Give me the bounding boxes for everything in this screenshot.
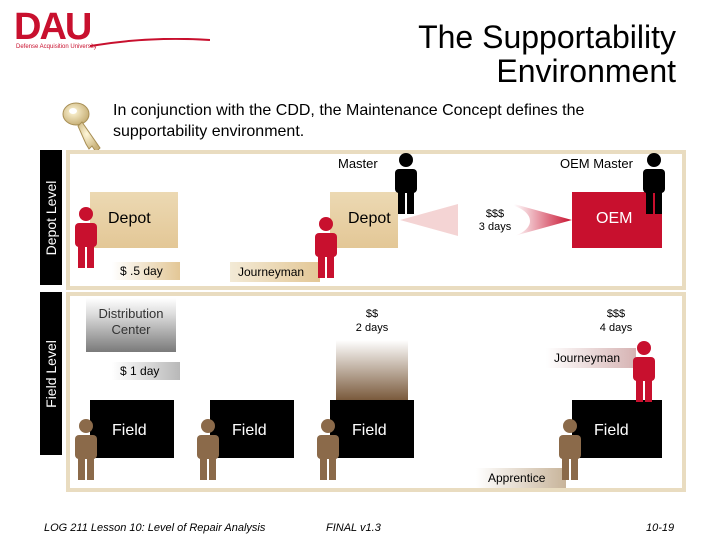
person-brown-icon — [559, 419, 581, 480]
depot-level-label: Depot Level — [43, 180, 59, 255]
field-oem-flow: $$$ 4 days — [580, 300, 652, 340]
field-depot-time: 2 days — [355, 322, 389, 334]
footer-center: FINAL v1.3 — [326, 522, 381, 534]
person-red-icon — [633, 341, 655, 402]
field-label-1: Field — [112, 422, 147, 439]
dau-logo-subtitle: Defense Acquisition University — [16, 44, 97, 50]
depot-right-box: Depot — [330, 192, 398, 248]
key-icon — [62, 102, 101, 153]
depot-oem-cost: $$$ — [485, 208, 505, 220]
field-oem-cost: $$$ — [606, 308, 626, 320]
person-brown-icon — [197, 419, 219, 480]
depot-level-frame — [66, 150, 686, 290]
apprentice-label: Apprentice — [488, 471, 546, 485]
dist-field-cost-box: $ 1 day — [112, 362, 180, 380]
field-depot-flow: $$ 2 days — [336, 300, 408, 400]
journeyman-depot-box: Journeyman — [230, 262, 320, 282]
depot-right-label: Depot — [348, 210, 391, 227]
person-brown-icon — [75, 419, 97, 480]
person-black-icon — [395, 153, 417, 214]
intro-line-2: supportability environment. — [113, 123, 305, 140]
oem-master-label: OEM Master — [560, 156, 633, 171]
person-red-icon — [75, 207, 97, 268]
field-label-2: Field — [232, 422, 267, 439]
intro-line-1: In conjunction with the CDD, the Mainten… — [113, 102, 585, 119]
depot-dist-cost-box: $ .5 day — [112, 262, 180, 280]
title-line-2: Environment — [496, 53, 676, 89]
depot-left-box: Depot — [90, 192, 178, 248]
field-level-label: Field Level — [43, 339, 59, 408]
footer-left: LOG 211 Lesson 10: Level of Repair Analy… — [44, 522, 266, 534]
journeyman-depot-label: Journeyman — [238, 265, 305, 279]
field-box-4: Field — [572, 400, 662, 458]
field-box-1: Field — [90, 400, 174, 458]
journeyman-field-box: Journeyman — [546, 348, 636, 368]
depot-oem-time: 3 days — [478, 221, 512, 233]
footer-right: 10-19 — [646, 522, 675, 534]
distribution-center-box: Distribution Center — [86, 298, 176, 352]
field-level-bar: Field Level — [40, 292, 62, 455]
depot-left-label: Depot — [108, 210, 151, 227]
depot-oem-arrow — [400, 204, 572, 236]
master-label: Master — [338, 156, 378, 171]
title-line-1: The Supportability — [418, 19, 676, 55]
dau-logo-text: DAU — [14, 6, 92, 48]
journeyman-field-label: Journeyman — [554, 351, 621, 365]
field-depot-cost: $$ — [365, 308, 379, 320]
oem-label: OEM — [596, 210, 633, 227]
field-oem-time: 4 days — [599, 322, 633, 334]
person-black-icon — [643, 153, 665, 214]
depot-oem-cost-badge: $$$ 3 days — [460, 203, 530, 239]
dist-field-cost: $ 1 day — [120, 364, 160, 378]
apprentice-box: Apprentice — [476, 468, 566, 488]
logo-swoosh-icon — [90, 38, 210, 47]
page-title: The Supportability Environment — [256, 20, 676, 88]
person-brown-icon — [317, 419, 339, 480]
field-label-4: Field — [594, 422, 629, 439]
person-red-icon — [315, 217, 337, 278]
field-level-frame — [66, 292, 686, 492]
depot-level-bar: Depot Level — [40, 150, 62, 285]
field-box-2: Field — [210, 400, 294, 458]
distribution-center-label: Distribution Center — [98, 306, 164, 337]
depot-dist-cost: $ .5 day — [120, 264, 163, 278]
field-box-3: Field — [330, 400, 414, 458]
field-label-3: Field — [352, 422, 387, 439]
intro-text: In conjunction with the CDD, the Mainten… — [113, 100, 673, 142]
